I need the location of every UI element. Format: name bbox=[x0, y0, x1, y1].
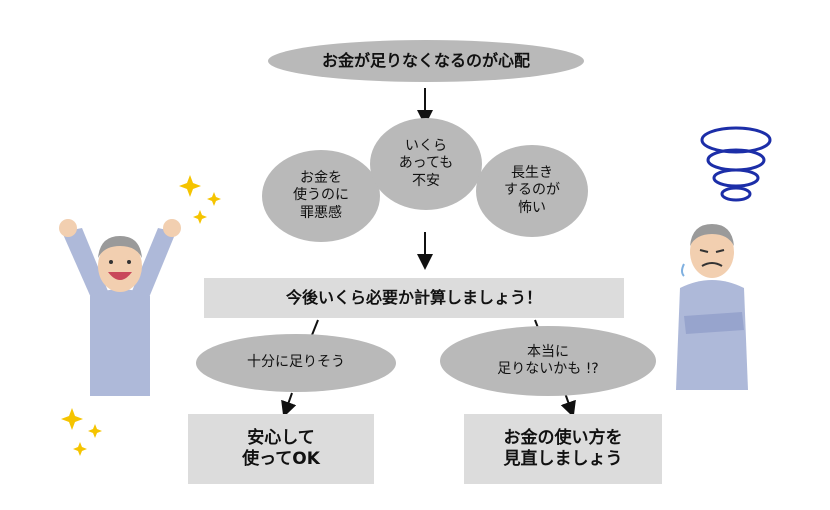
worry-guilt-ellipse: お金を 使うのに 罪悪感 bbox=[262, 150, 380, 242]
branch-enough-ellipse: 十分に足りそう bbox=[196, 334, 396, 392]
worry-anxiety-text: いくら あっても 不安 bbox=[398, 137, 454, 189]
result-ok-box: 安心して 使ってOK bbox=[188, 414, 374, 484]
arrow-short-to-review bbox=[560, 392, 576, 418]
result-review-box: お金の使い方を 見直しましょう bbox=[464, 414, 662, 484]
result-review-text: お金の使い方を 見直しましょう bbox=[503, 427, 623, 469]
connector-left-branch bbox=[311, 319, 319, 336]
arrow-enough-to-ok bbox=[281, 392, 297, 418]
branch-short-text: 本当に 足りないかも !? bbox=[497, 343, 599, 378]
worry-anxiety-ellipse: いくら あっても 不安 bbox=[370, 118, 482, 210]
result-ok-text: 安心して 使ってOK bbox=[242, 427, 320, 469]
branch-enough-text: 十分に足りそう bbox=[247, 354, 345, 371]
top-concern-ellipse: お金が足りなくなるのが心配 bbox=[268, 40, 584, 82]
worry-longevity-ellipse: 長生き するのが 怖い bbox=[476, 145, 588, 237]
calculate-box: 今後いくら必要か計算しましょう！ bbox=[204, 278, 624, 318]
calculate-text: 今後いくら必要か計算しましょう！ bbox=[285, 288, 542, 307]
worry-guilt-text: お金を 使うのに 罪悪感 bbox=[293, 169, 349, 221]
top-concern-text: お金が足りなくなるのが心配 bbox=[321, 51, 530, 70]
worry-longevity-text: 長生き するのが 怖い bbox=[504, 164, 560, 216]
branch-short-ellipse: 本当に 足りないかも !? bbox=[440, 326, 656, 396]
sparkle-icon bbox=[61, 175, 221, 456]
swirl-icon bbox=[700, 126, 772, 202]
